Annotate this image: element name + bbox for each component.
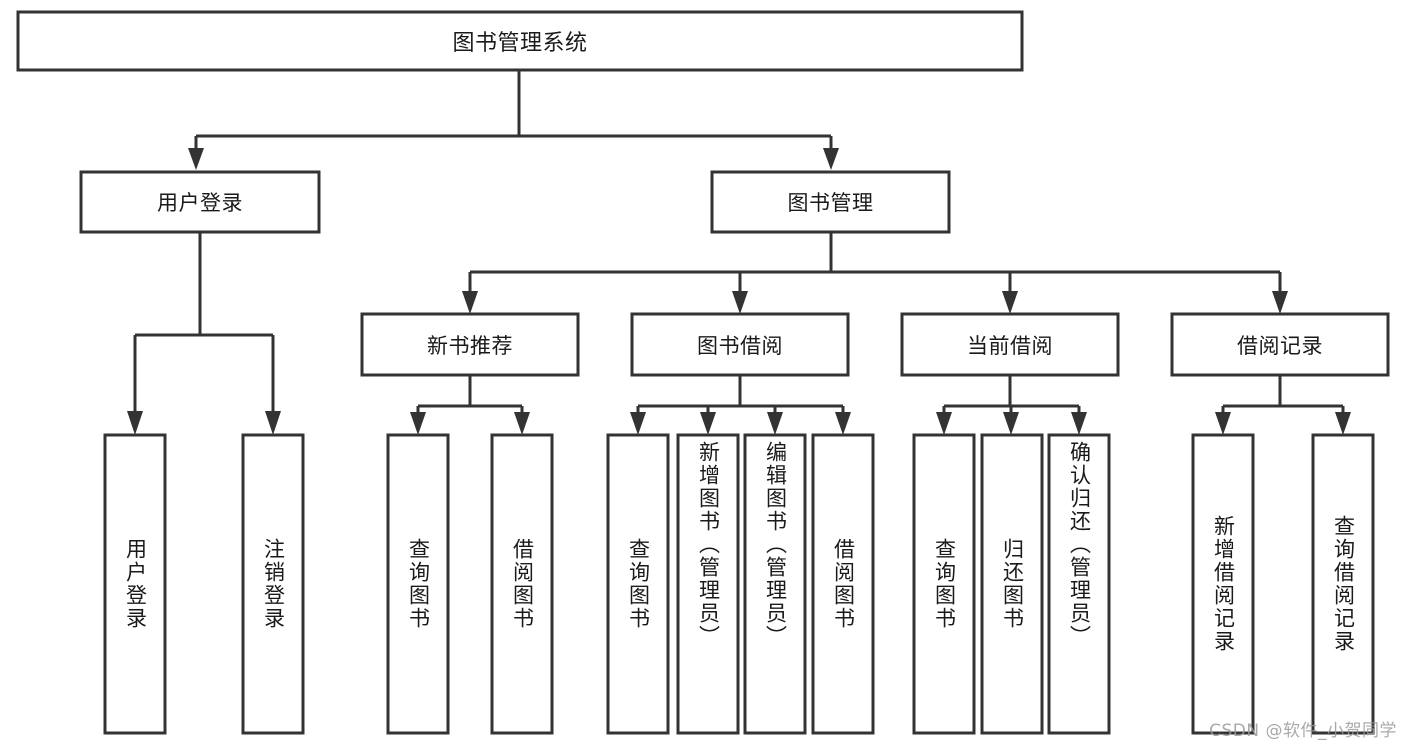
node-box-leaf-bb-add-book[interactable] <box>676 433 740 735</box>
arrow-head-user-login <box>188 148 204 170</box>
node-box-borrow-record[interactable] <box>1170 312 1390 377</box>
arrow-head-leaf-logout <box>265 411 281 435</box>
connector-group-current-borrow <box>936 375 1087 435</box>
connector-group-book-borrow <box>630 375 851 435</box>
connector-group-book-management <box>462 232 1288 314</box>
arrow-head-cb-query-book <box>936 412 952 435</box>
connector-group-user-login <box>127 232 281 435</box>
node-box-leaf-br-query-record[interactable] <box>1311 433 1375 735</box>
watermark-text: CSDN @软件_小贺同学 <box>1209 721 1397 741</box>
arrow-head-br-query-record <box>1335 412 1351 435</box>
node-box-leaf-user-login[interactable] <box>103 433 167 735</box>
arrow-head-cb-return-book <box>1003 412 1019 435</box>
node-box-leaf-nb-query-book[interactable] <box>386 433 450 735</box>
node-box-book-management[interactable] <box>710 170 951 234</box>
arrow-head-bb-add-book <box>700 412 716 435</box>
arrow-head-book-mgmt <box>823 148 839 170</box>
arrow-head-new-book-recommend <box>462 291 478 314</box>
node-box-leaf-cb-confirm-return[interactable] <box>1047 433 1111 735</box>
arrow-head-borrow-record <box>1272 291 1288 314</box>
node-box-leaf-br-add-record[interactable] <box>1191 433 1255 735</box>
node-box-current-borrow[interactable] <box>900 312 1120 377</box>
node-box-leaf-cb-query-book[interactable] <box>912 433 976 735</box>
node-box-leaf-nb-borrow-book[interactable] <box>490 433 554 735</box>
node-box-book-borrow[interactable] <box>630 312 850 377</box>
node-box-leaf-bb-edit-book[interactable] <box>743 433 807 735</box>
arrow-head-bb-borrow-book <box>835 412 851 435</box>
arrow-head-book-borrow <box>732 291 748 314</box>
arrow-head-nb-query-book <box>410 412 426 435</box>
node-box-user-login[interactable] <box>79 170 321 234</box>
connector-group-root <box>188 70 839 170</box>
connector-group-new-book-recommend <box>410 375 530 435</box>
arrow-head-leaf-user-login <box>127 411 143 435</box>
arrow-head-bb-query-book <box>630 412 646 435</box>
node-box-new-book-recommend[interactable] <box>360 312 580 377</box>
arrow-head-current-borrow <box>1002 291 1018 314</box>
node-box-leaf-bb-borrow-book[interactable] <box>811 433 875 735</box>
connector-group-borrow-record <box>1215 375 1351 435</box>
node-box-leaf-bb-query-book[interactable] <box>606 433 670 735</box>
node-box-leaf-logout[interactable] <box>241 433 305 735</box>
arrow-head-nb-borrow-book <box>514 412 530 435</box>
arrow-head-br-add-record <box>1215 412 1231 435</box>
node-box-root[interactable] <box>16 10 1024 72</box>
arrow-head-cb-confirm-return <box>1071 412 1087 435</box>
arrow-head-bb-edit-book <box>767 412 783 435</box>
node-box-leaf-cb-return-book[interactable] <box>980 433 1044 735</box>
